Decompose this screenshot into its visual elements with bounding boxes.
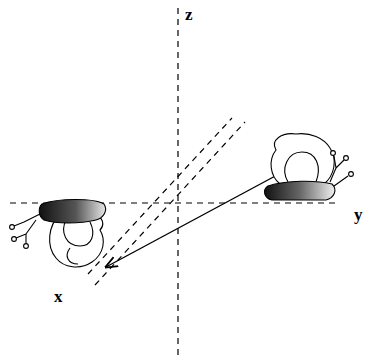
direction-arrow [106,167,292,267]
axis-label: z [185,6,193,23]
axis-label: x [54,288,63,305]
axis-lines [10,8,335,356]
axis-label: y [354,206,363,223]
left-creature [10,200,106,267]
right-creature [265,134,354,200]
